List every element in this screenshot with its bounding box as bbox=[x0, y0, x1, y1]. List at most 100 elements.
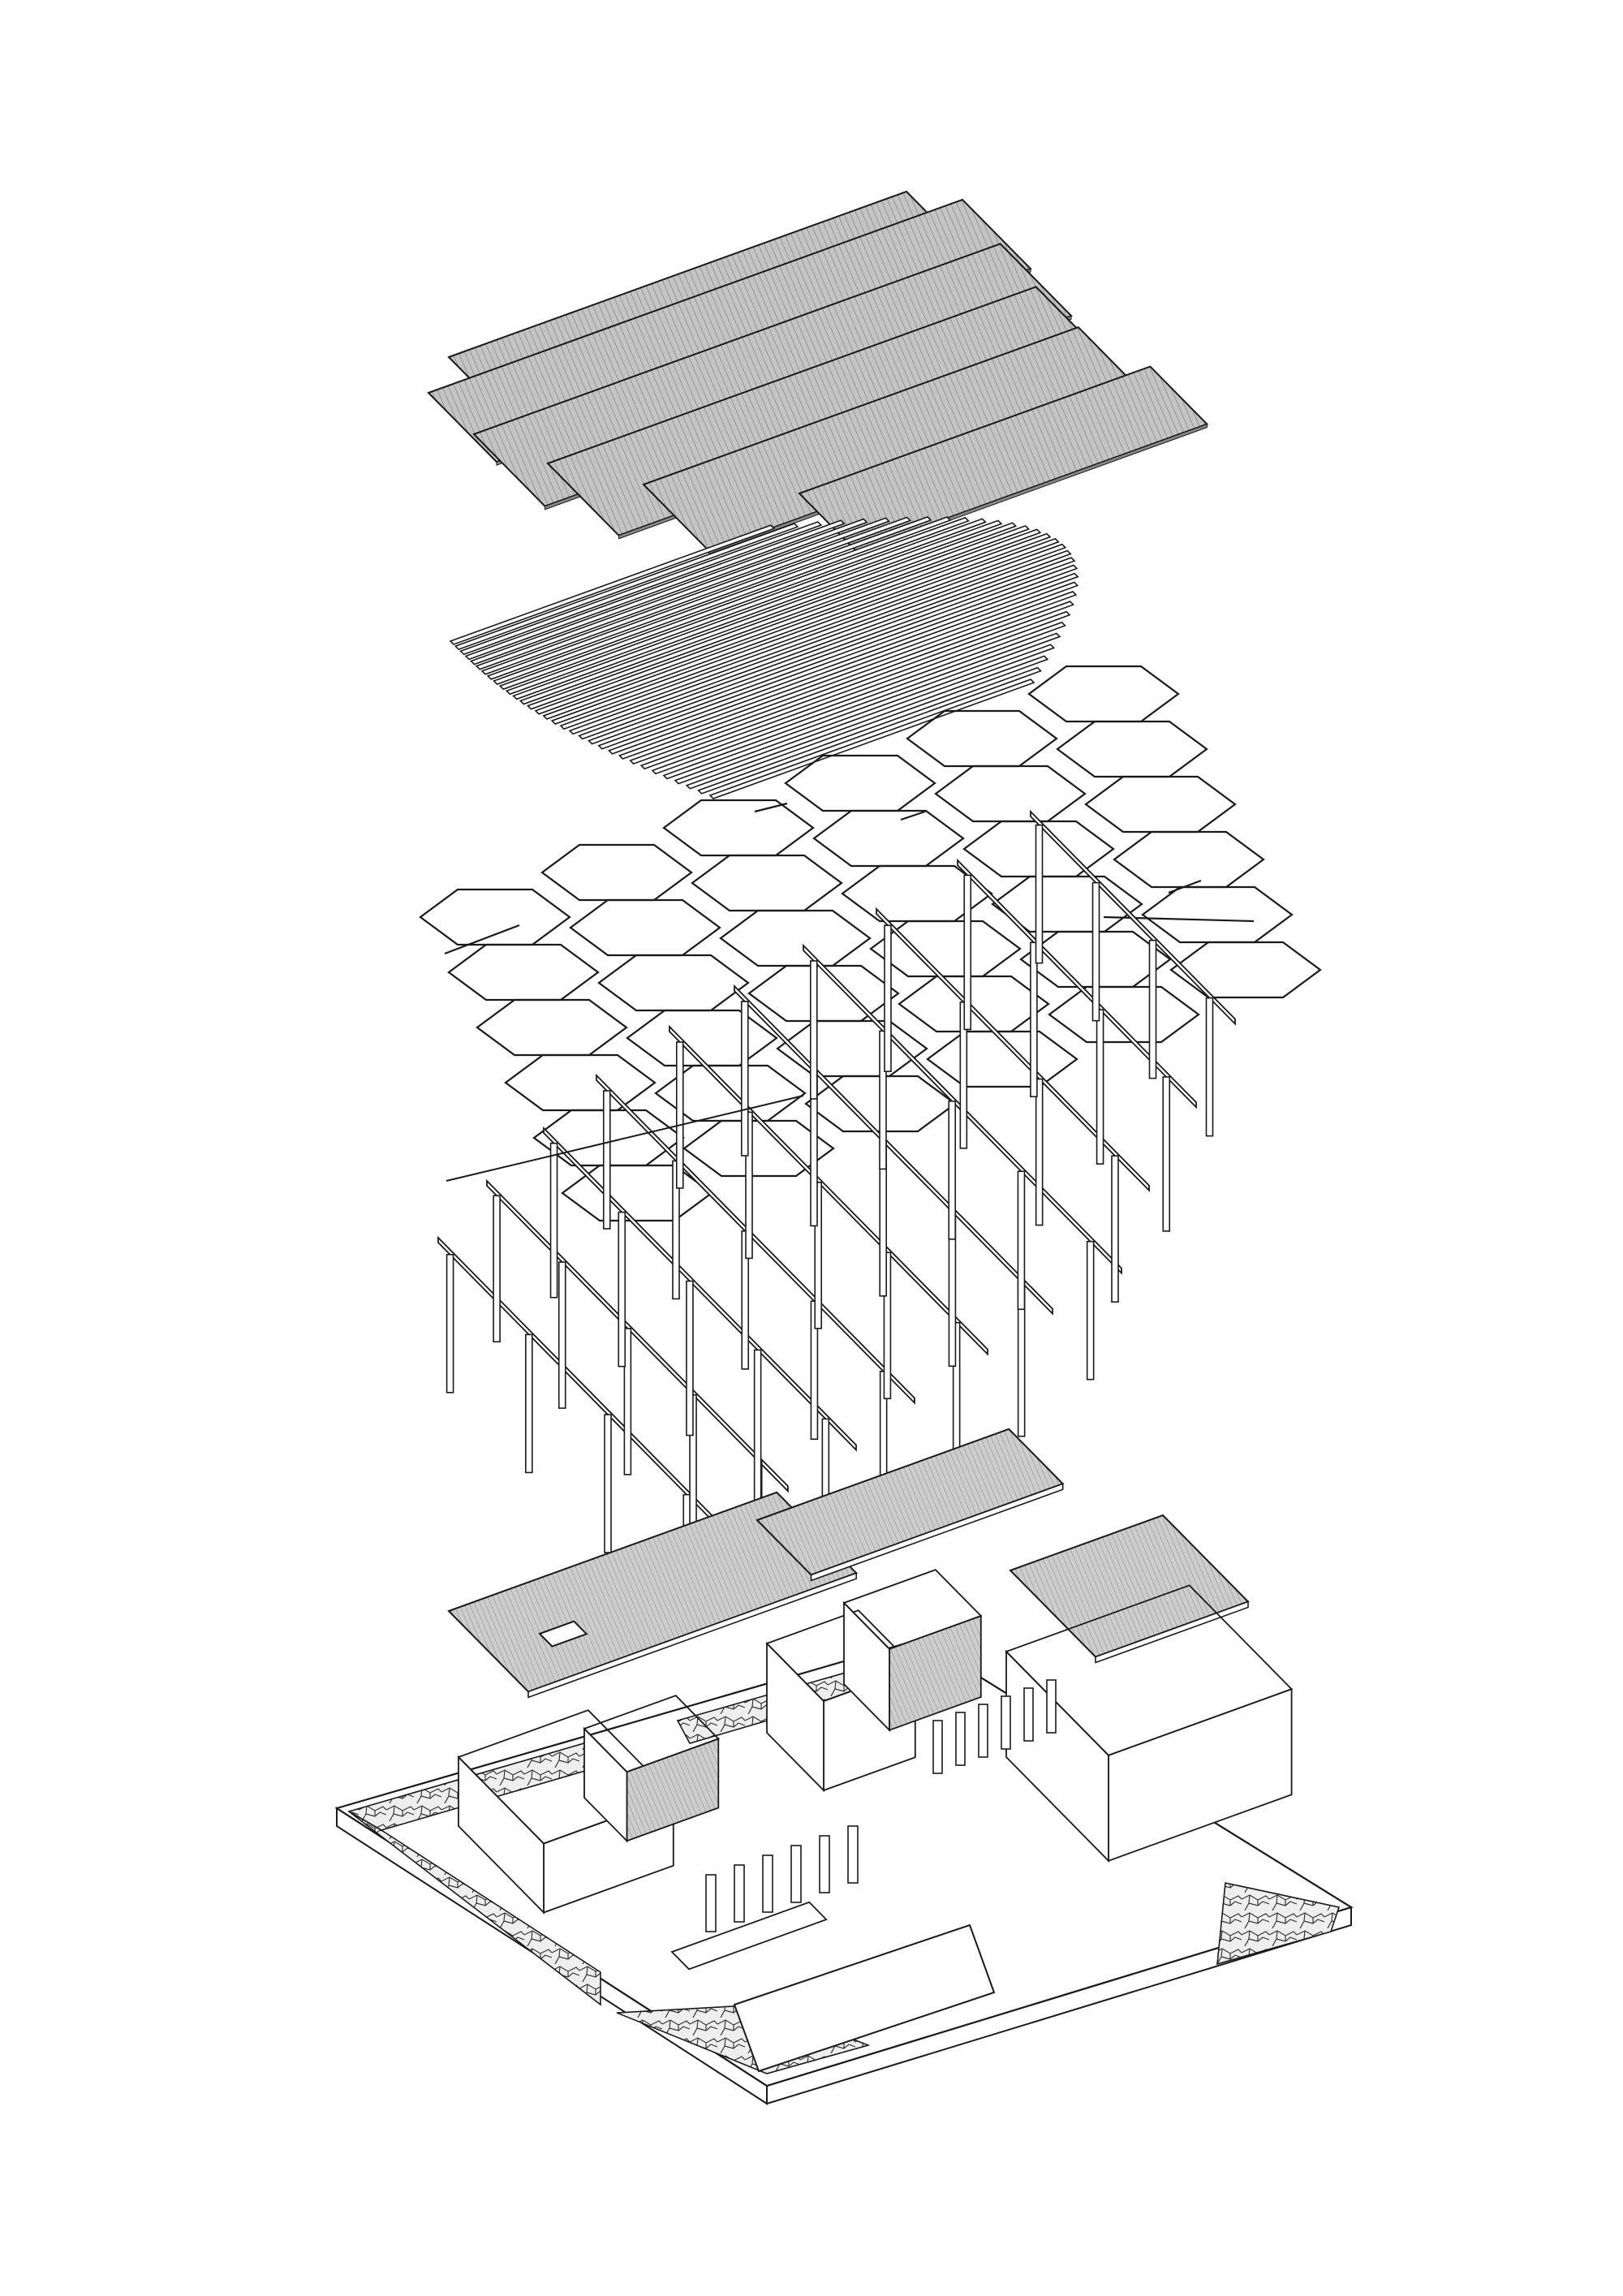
frame-post bbox=[879, 1030, 887, 1170]
lattice-cell bbox=[719, 909, 872, 967]
lattice-cell bbox=[934, 765, 1087, 823]
purlin bbox=[519, 522, 1018, 705]
purlin bbox=[480, 516, 912, 675]
slab-edge bbox=[1095, 1600, 1249, 1664]
lattice-cell bbox=[662, 799, 815, 857]
door-leaf bbox=[762, 1854, 773, 1913]
door-leaf bbox=[978, 1704, 988, 1758]
lattice-cell bbox=[654, 1064, 807, 1122]
lattice-cell bbox=[1084, 775, 1237, 834]
frame-post bbox=[602, 1090, 611, 1230]
lattice-extension bbox=[900, 810, 926, 821]
lattice-cell bbox=[1027, 665, 1180, 723]
door-leaf bbox=[1023, 1687, 1034, 1742]
frame-post bbox=[1030, 941, 1038, 1098]
purlin bbox=[618, 591, 1078, 760]
lattice-cell bbox=[869, 920, 1022, 978]
lattice-cell bbox=[841, 864, 993, 923]
purlin bbox=[475, 517, 890, 670]
ridge-beam bbox=[446, 1095, 804, 1182]
lattice-cell bbox=[569, 898, 721, 957]
lattice-cell bbox=[962, 820, 1115, 878]
frame-post bbox=[753, 1349, 762, 1506]
purlin bbox=[534, 528, 1042, 715]
purlin bbox=[607, 581, 1079, 755]
slab-edge bbox=[810, 1483, 1064, 1582]
lattice-cell bbox=[1113, 830, 1265, 889]
door-leaf bbox=[847, 1825, 859, 1884]
frame-beam bbox=[543, 1126, 857, 1452]
kitchen-island bbox=[670, 1901, 828, 1971]
frame-post bbox=[884, 924, 892, 1072]
frame-post bbox=[959, 1002, 968, 1149]
frame-post bbox=[1086, 1240, 1095, 1381]
sloped-counter bbox=[733, 1923, 996, 2073]
purlin bbox=[559, 543, 1067, 730]
frame-post bbox=[604, 1414, 612, 1553]
door-leaf bbox=[734, 1864, 745, 1923]
lattice-cell bbox=[419, 888, 571, 946]
lattice-extension bbox=[754, 802, 788, 813]
purlin bbox=[578, 557, 1076, 740]
frame-post bbox=[1035, 824, 1044, 964]
purlin bbox=[542, 532, 1052, 720]
lattice-extension bbox=[444, 924, 520, 955]
frame-post bbox=[1148, 939, 1157, 1079]
purlin bbox=[527, 524, 1031, 710]
purlin bbox=[498, 516, 970, 691]
lattice-cell bbox=[504, 1053, 657, 1112]
door-leaf bbox=[819, 1835, 830, 1893]
lattice-layer bbox=[419, 665, 1322, 1222]
purlin bbox=[639, 610, 1071, 770]
lattice-cell bbox=[1019, 930, 1172, 989]
frame-post bbox=[623, 1328, 632, 1475]
frame-post bbox=[549, 1142, 558, 1299]
purlin bbox=[568, 549, 1072, 735]
purlin bbox=[493, 516, 952, 685]
frame-post bbox=[525, 1333, 533, 1474]
door-leaf bbox=[1001, 1695, 1011, 1750]
purlin bbox=[550, 537, 1060, 725]
purlin bbox=[470, 518, 868, 666]
frame-post bbox=[745, 1111, 753, 1260]
lattice-cell bbox=[540, 843, 693, 902]
frame-beam bbox=[957, 858, 1197, 1109]
frame-post bbox=[814, 1182, 823, 1329]
purlin bbox=[454, 523, 799, 651]
frame-post bbox=[963, 874, 972, 1031]
frame-post bbox=[1111, 1155, 1119, 1303]
purlin bbox=[449, 524, 776, 645]
lattice-cell bbox=[597, 954, 750, 1012]
frame-beam bbox=[876, 907, 1150, 1192]
lattice-cell bbox=[906, 709, 1058, 768]
door-leaf bbox=[955, 1712, 966, 1766]
purlin bbox=[588, 564, 1078, 745]
frame-post bbox=[1096, 1009, 1104, 1165]
lattice-extension bbox=[1103, 915, 1255, 923]
frame-post bbox=[493, 1195, 501, 1343]
frame-post bbox=[675, 1041, 684, 1189]
frame-post bbox=[809, 960, 818, 1100]
lattice-cell bbox=[812, 809, 965, 868]
mezzanine-slab-right bbox=[1009, 1514, 1250, 1658]
skylight-opening bbox=[538, 1620, 588, 1648]
lattice-cell bbox=[1056, 720, 1208, 778]
lattice-cell bbox=[691, 854, 843, 912]
purlin bbox=[674, 644, 1056, 785]
lattice-cell bbox=[626, 1009, 778, 1067]
frame-post bbox=[1035, 1078, 1044, 1226]
frame-beam bbox=[1030, 809, 1236, 1026]
purlin bbox=[597, 572, 1079, 750]
frame-post bbox=[1205, 997, 1214, 1137]
stone-garden-strip bbox=[348, 1811, 601, 2006]
door-leaf bbox=[705, 1874, 717, 1932]
frame-post bbox=[1091, 881, 1100, 1022]
purlin bbox=[464, 519, 846, 661]
lattice-cell bbox=[476, 998, 628, 1057]
purlin bbox=[486, 516, 932, 680]
lattice-cell bbox=[784, 754, 936, 812]
purlin bbox=[459, 521, 823, 656]
frame-post bbox=[446, 1253, 454, 1394]
purlin bbox=[629, 601, 1075, 765]
